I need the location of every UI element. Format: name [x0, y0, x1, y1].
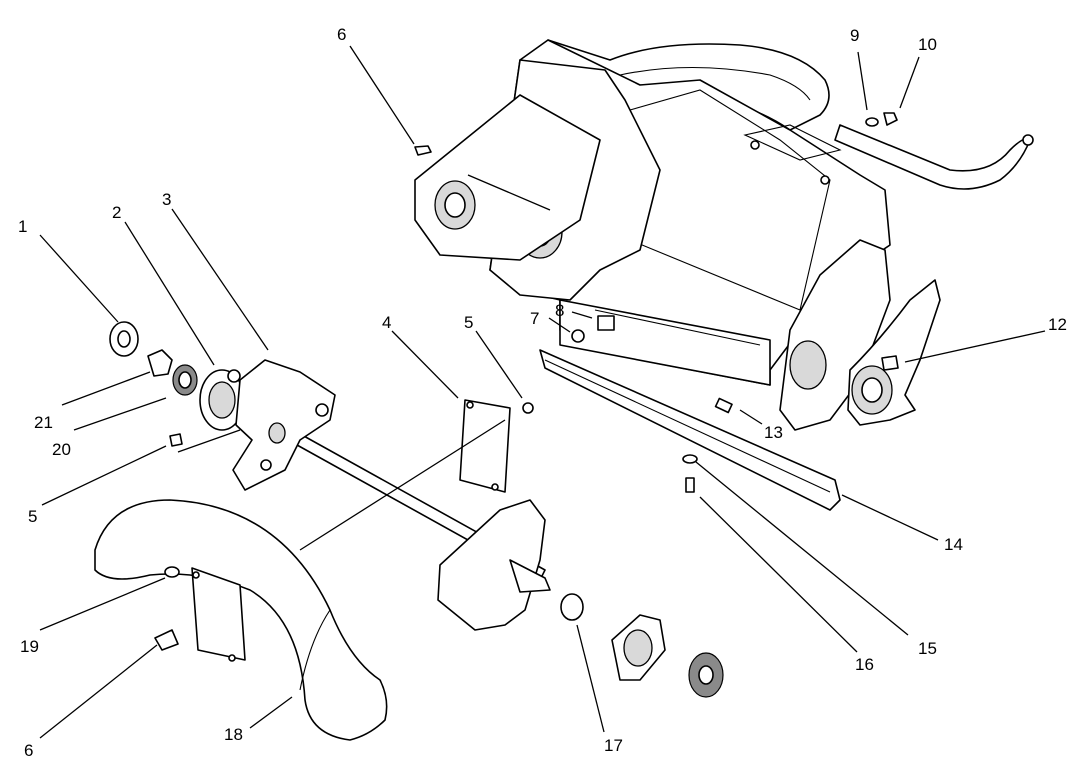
callout-5-lower: 5 [28, 507, 37, 526]
callout-18: 18 [224, 725, 243, 744]
callout-9: 9 [850, 26, 859, 45]
callout-labels: 1 2 3 4 5 5 6 6 7 8 9 10 12 13 14 15 16 … [18, 25, 1067, 760]
hardware [414, 112, 899, 493]
callout-17: 17 [604, 736, 623, 755]
callout-4: 4 [382, 313, 391, 332]
callout-1: 1 [18, 217, 27, 236]
callout-2: 2 [112, 203, 121, 222]
callout-8: 8 [555, 301, 564, 320]
scraper-bar [539, 349, 841, 511]
callout-12: 12 [1048, 315, 1067, 334]
callout-5-upper: 5 [464, 313, 473, 332]
right-bearing-stack [560, 593, 724, 698]
callout-10: 10 [918, 35, 937, 54]
callout-16: 16 [855, 655, 874, 674]
auger-assembly [94, 359, 551, 741]
callout-19: 19 [20, 637, 39, 656]
callout-6-lower: 6 [24, 741, 33, 760]
callout-3: 3 [162, 190, 171, 209]
callout-6-upper: 6 [337, 25, 346, 44]
leader-lines [39, 45, 1046, 739]
callout-20: 20 [52, 440, 71, 459]
left-bearing-stack [109, 321, 245, 447]
callout-13: 13 [764, 423, 783, 442]
assembly-lines [177, 174, 551, 551]
callout-15: 15 [918, 639, 937, 658]
callout-7: 7 [530, 309, 539, 328]
callout-21: 21 [34, 413, 53, 432]
callout-14: 14 [944, 535, 963, 554]
auger-housing [414, 39, 1034, 431]
